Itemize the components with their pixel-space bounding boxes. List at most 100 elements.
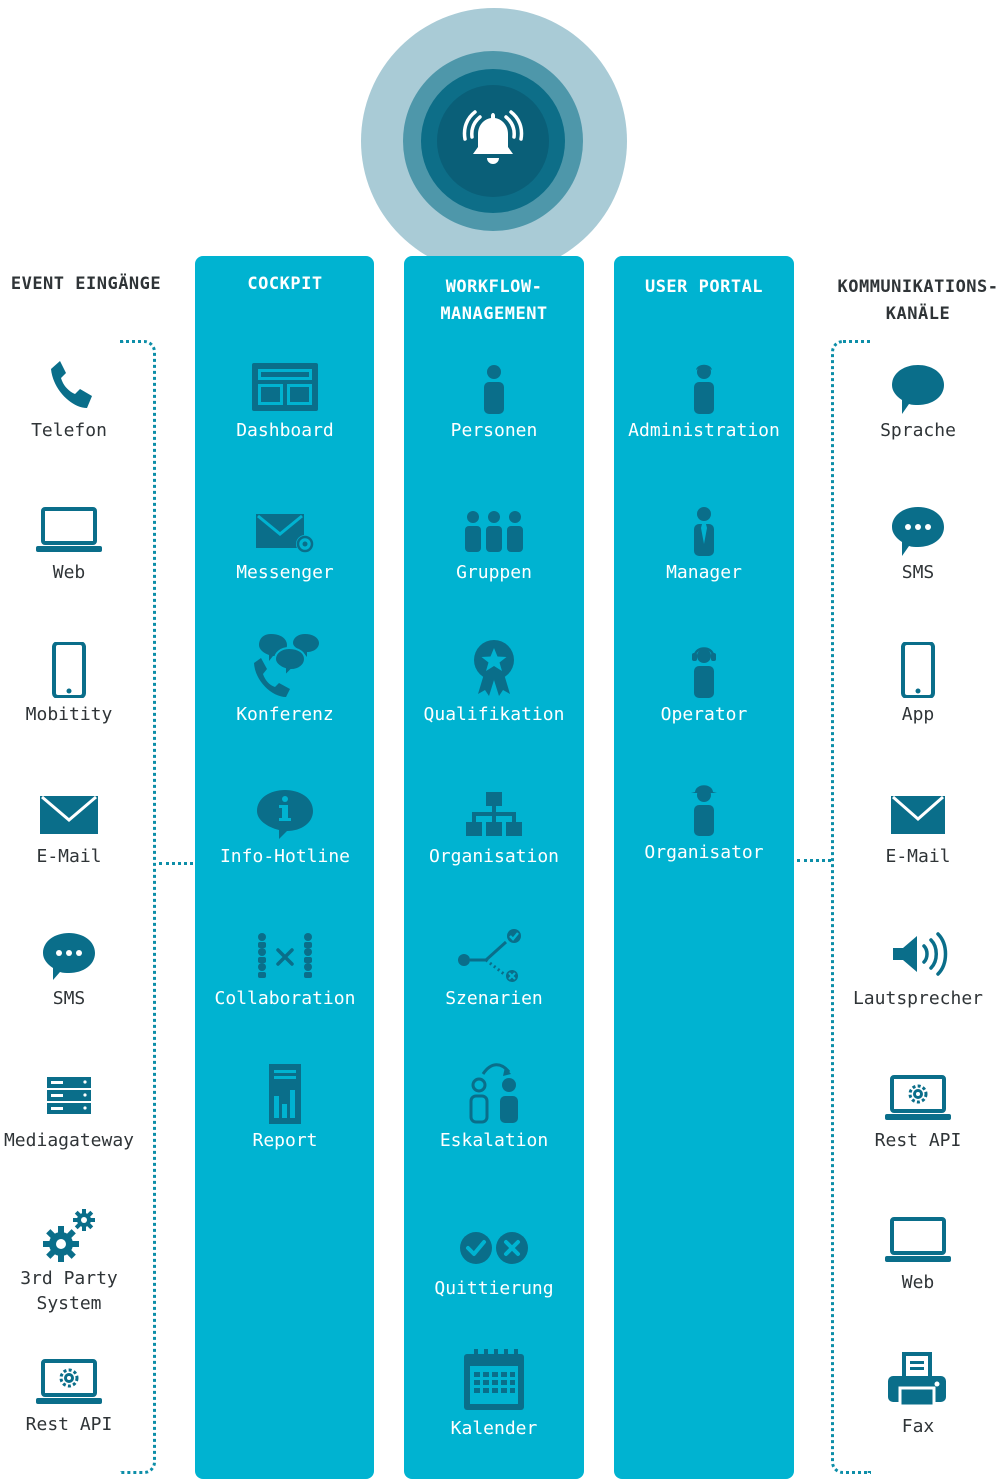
cockpit-dashboard: Dashboard bbox=[195, 358, 375, 443]
organizer-person-icon bbox=[691, 785, 717, 836]
person-icon bbox=[484, 365, 504, 414]
mobile-icon bbox=[901, 642, 935, 698]
channel-web: Web bbox=[828, 1210, 1008, 1295]
event-input-label: E-Mail bbox=[36, 846, 102, 867]
portal-label: Organisator bbox=[644, 842, 764, 863]
event-inputs-bracket bbox=[120, 340, 156, 1474]
info-bubble-icon bbox=[257, 790, 313, 839]
cockpit-label: Messenger bbox=[236, 562, 334, 583]
speech-bubble-icon bbox=[892, 365, 944, 414]
user-portal-heading: USER PORTAL bbox=[644, 277, 764, 297]
sms-bubble-icon bbox=[43, 933, 95, 980]
cockpit-collaboration: Collaboration bbox=[195, 926, 375, 1011]
workflow-personen: Personen bbox=[404, 358, 584, 443]
workflow-label: Qualifikation bbox=[423, 704, 565, 725]
workflow-heading-line1: WORKFLOW- bbox=[445, 277, 543, 297]
channels-heading-line1: KOMMUNIKATIONS- bbox=[837, 277, 999, 297]
event-input-email: E-Mail bbox=[0, 784, 159, 869]
server-icon bbox=[47, 1077, 91, 1114]
event-input-label: Rest API bbox=[25, 1414, 113, 1435]
channels-heading-line2: KANÄLE bbox=[885, 304, 951, 324]
channel-label: Rest API bbox=[874, 1130, 962, 1151]
channel-sprache: Sprache bbox=[828, 358, 1008, 443]
channels-bracket bbox=[831, 340, 871, 1474]
conference-icon bbox=[254, 634, 319, 697]
admin-person-icon bbox=[694, 364, 714, 414]
portal-operator: Operator bbox=[614, 642, 794, 727]
cockpit-label: Collaboration bbox=[214, 988, 356, 1009]
workflow-qualifikation: Qualifikation bbox=[404, 636, 584, 727]
phone-icon bbox=[51, 361, 92, 408]
api-laptop-icon bbox=[36, 1359, 102, 1404]
event-input-sms: SMS bbox=[0, 926, 159, 1011]
event-input-third-party: 3rd Party System bbox=[0, 1206, 159, 1316]
cockpit-messenger: Messenger bbox=[195, 500, 375, 585]
channel-email: E-Mail bbox=[828, 784, 1008, 869]
workflow-gruppen: Gruppen bbox=[404, 500, 584, 585]
report-icon bbox=[269, 1064, 301, 1124]
event-inputs-connector bbox=[159, 862, 193, 865]
messenger-icon bbox=[256, 514, 314, 553]
cockpit-report: Report bbox=[195, 1062, 375, 1153]
event-input-mediagateway: Mediagateway bbox=[0, 1068, 159, 1153]
event-input-label: Mobitity bbox=[25, 704, 113, 725]
laptop-icon bbox=[885, 1217, 951, 1262]
cockpit-label: Dashboard bbox=[236, 420, 334, 441]
event-input-web: Web bbox=[0, 500, 159, 585]
fax-icon bbox=[888, 1352, 946, 1408]
channel-app: App bbox=[828, 642, 1008, 727]
workflow-organisation: Organisation bbox=[404, 784, 584, 869]
workflow-column bbox=[404, 256, 584, 1479]
portal-organisator: Organisator bbox=[614, 780, 794, 865]
manager-person-icon bbox=[694, 507, 714, 556]
cockpit-heading: COCKPIT bbox=[247, 274, 323, 294]
speaker-icon bbox=[893, 932, 948, 976]
calendar-icon bbox=[464, 1349, 524, 1410]
award-icon bbox=[474, 640, 514, 696]
check-cross-icon bbox=[460, 1232, 528, 1264]
workflow-label: Szenarien bbox=[445, 988, 543, 1009]
event-input-mobility: Mobitity bbox=[0, 642, 159, 727]
portal-administration: Administration bbox=[614, 358, 794, 443]
workflow-quittierung: Quittierung bbox=[404, 1224, 584, 1301]
workflow-label: Gruppen bbox=[456, 562, 532, 583]
workflow-label: Personen bbox=[450, 420, 538, 441]
channel-label: Fax bbox=[901, 1416, 935, 1437]
workflow-label: Eskalation bbox=[439, 1130, 549, 1151]
dashboard-icon bbox=[252, 363, 318, 411]
laptop-icon bbox=[36, 507, 102, 552]
channel-label: Lautsprecher bbox=[852, 988, 984, 1009]
envelope-icon bbox=[891, 795, 945, 834]
event-input-telefon: Telefon bbox=[0, 358, 159, 443]
event-input-label-line1: 3rd Party bbox=[20, 1268, 118, 1289]
channel-label: Sprache bbox=[880, 420, 956, 441]
cockpit-label: Info-Hotline bbox=[219, 846, 351, 867]
workflow-label: Kalender bbox=[450, 1418, 538, 1439]
sms-bubble-icon bbox=[892, 507, 944, 556]
workflow-szenarien: Szenarien bbox=[404, 926, 584, 1011]
event-input-rest-api: Rest API bbox=[0, 1352, 159, 1437]
cockpit-konferenz: Konferenz bbox=[195, 630, 375, 727]
event-input-label: Telefon bbox=[31, 420, 107, 441]
portal-label: Administration bbox=[628, 420, 780, 441]
gears-icon bbox=[43, 1209, 95, 1262]
portal-manager: Manager bbox=[614, 500, 794, 585]
group-icon bbox=[465, 511, 523, 552]
workflow-eskalation: Eskalation bbox=[404, 1060, 584, 1153]
workflow-label: Organisation bbox=[428, 846, 560, 867]
channel-sms: SMS bbox=[828, 500, 1008, 585]
portal-label: Operator bbox=[660, 704, 748, 725]
workflow-kalender: Kalender bbox=[404, 1346, 584, 1441]
workflow-heading-line2: MANAGEMENT bbox=[440, 304, 548, 324]
alarm-bell-icon bbox=[462, 110, 524, 164]
channel-fax: Fax bbox=[828, 1350, 1008, 1439]
event-inputs-heading: EVENT EINGÄNGE bbox=[10, 274, 162, 294]
event-input-label: Mediagateway bbox=[3, 1130, 135, 1151]
cockpit-info-hotline: Info-Hotline bbox=[195, 784, 375, 869]
cockpit-column bbox=[195, 256, 374, 1479]
mobile-icon bbox=[52, 642, 86, 698]
event-input-label-line2: System bbox=[36, 1293, 102, 1314]
channels-connector bbox=[797, 859, 831, 862]
org-chart-icon bbox=[466, 792, 522, 836]
channel-label: SMS bbox=[901, 562, 935, 583]
